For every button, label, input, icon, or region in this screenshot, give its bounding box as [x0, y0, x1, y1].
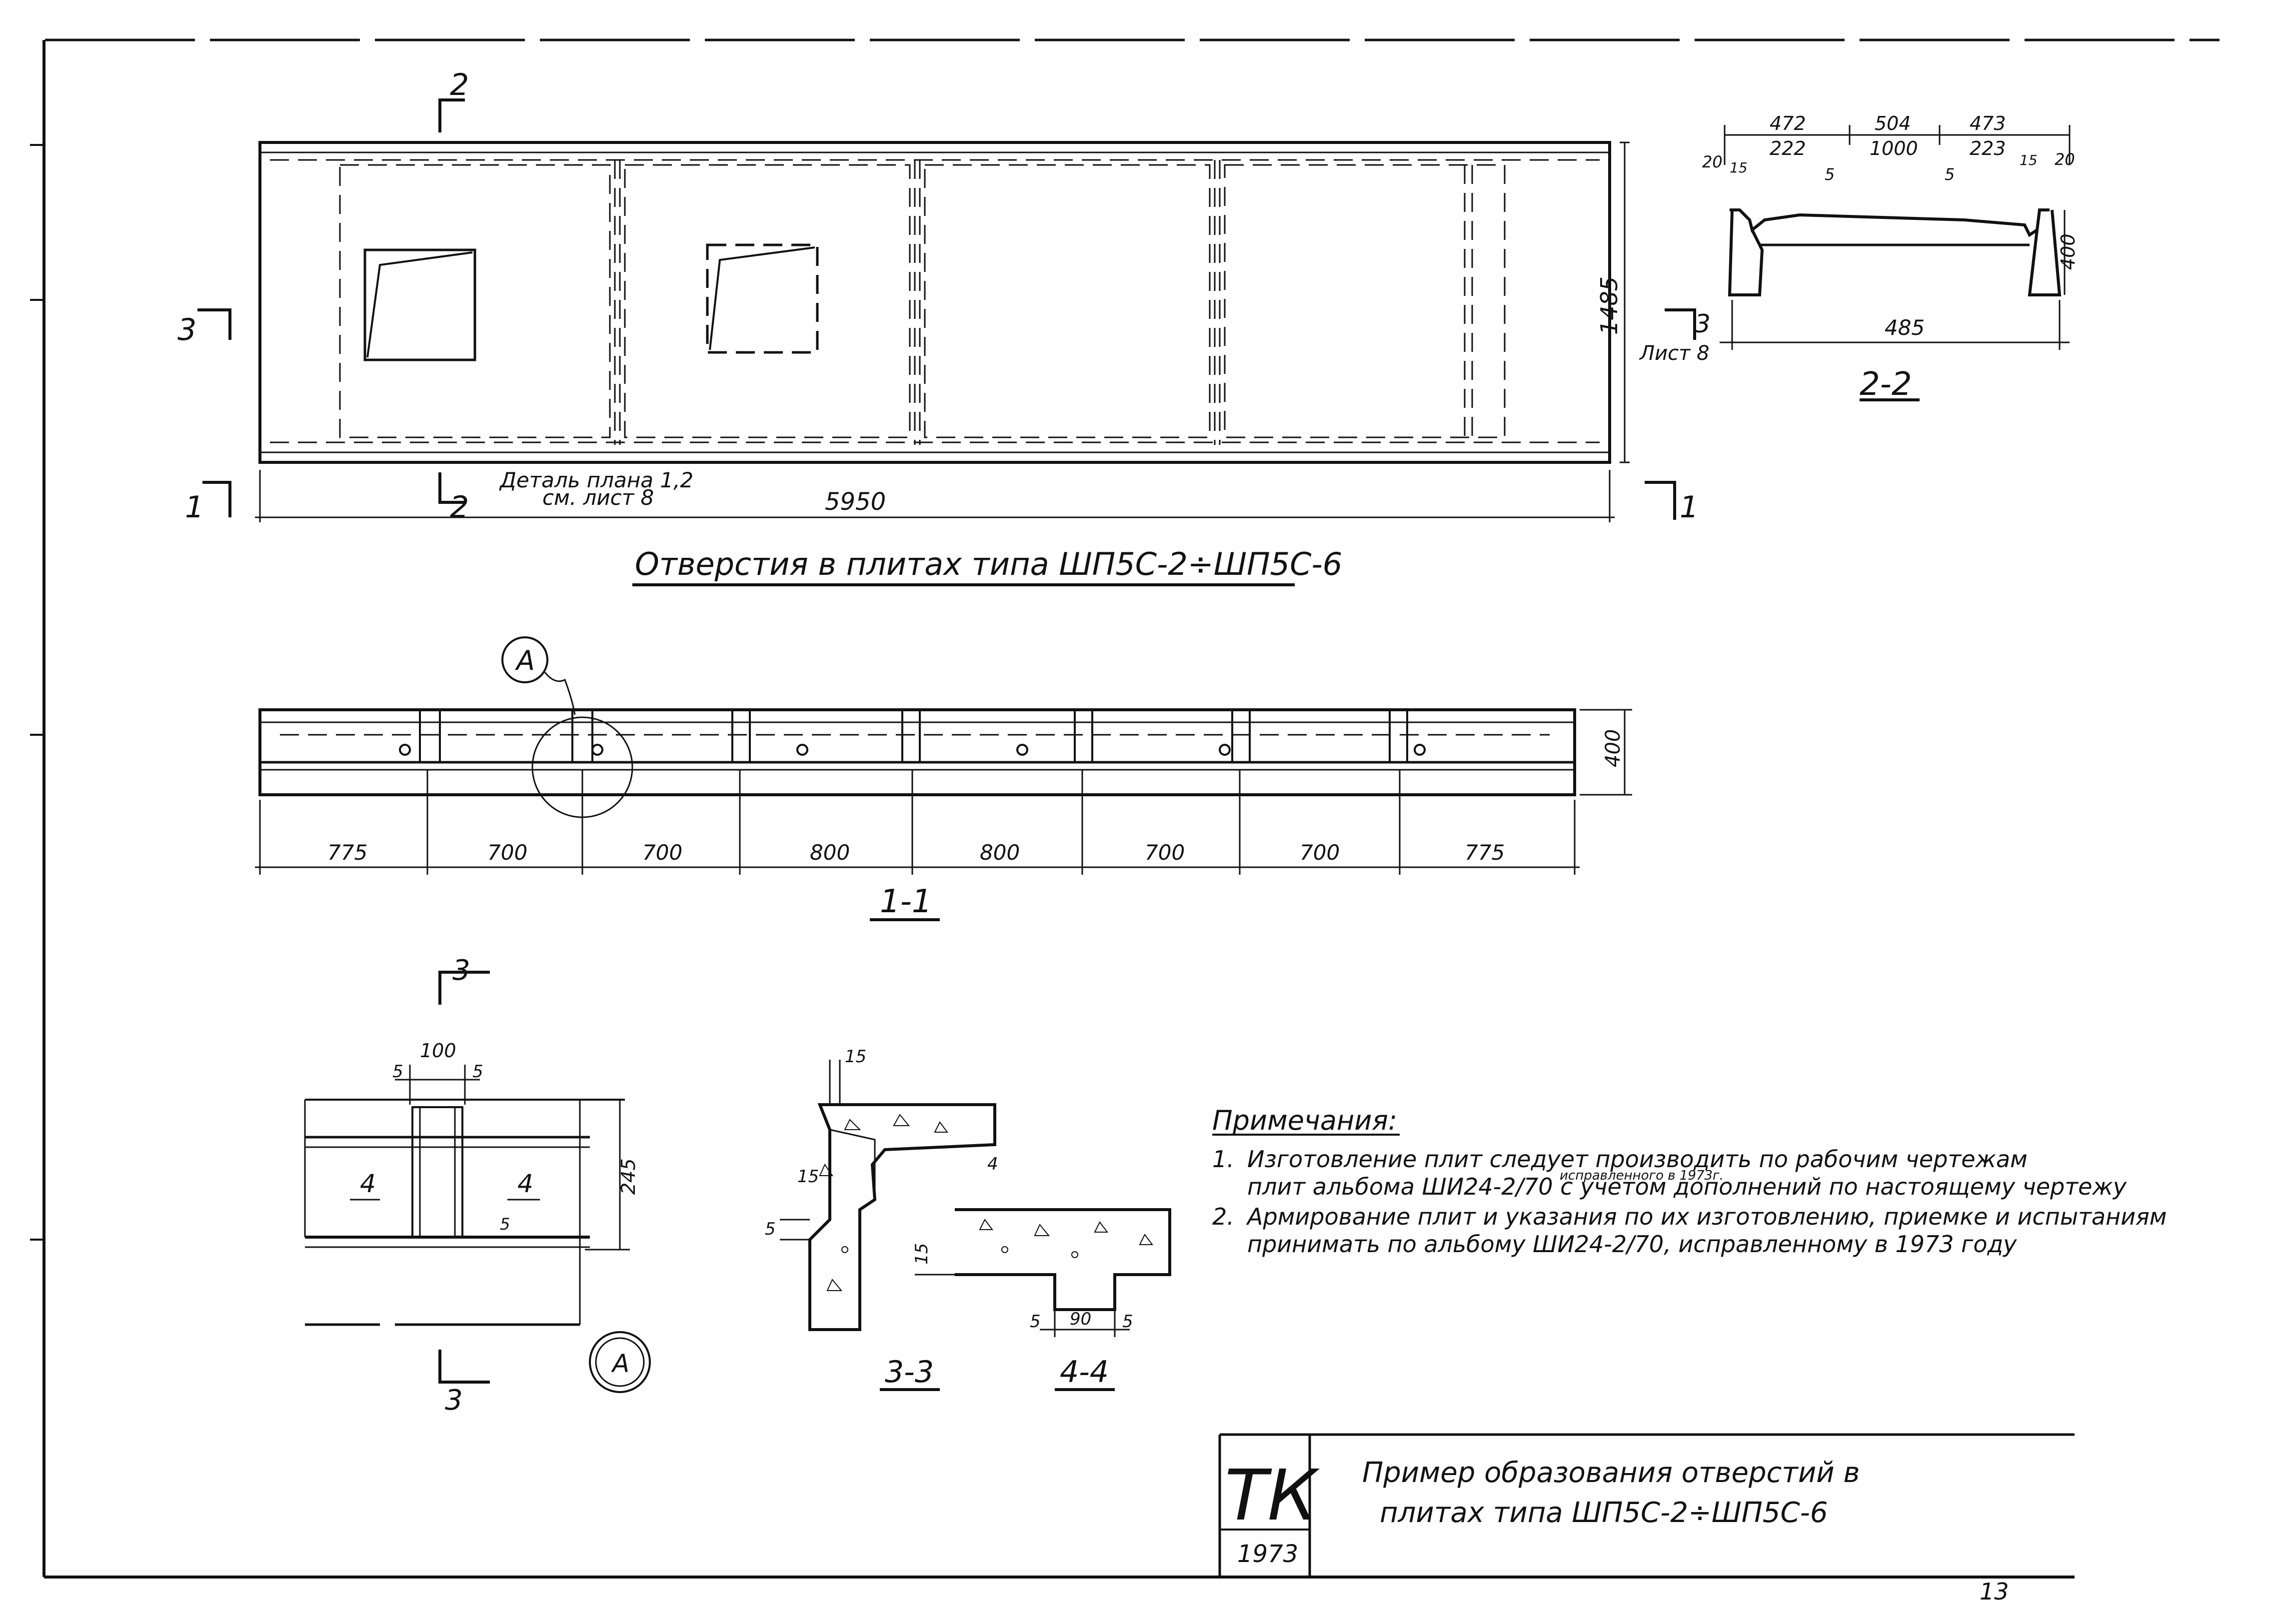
stamp-title-line-2: плитах типа ШП5С-2÷ШП5С-6	[1380, 1497, 1828, 1529]
sec33-dim-4: 4	[987, 1154, 998, 1174]
detailA-small-dim: 5	[500, 1215, 510, 1234]
stamp-org: ТК	[1225, 1455, 1320, 1537]
detailA-cut-top: 3	[452, 954, 470, 987]
sec22-width-dim: 485	[1885, 315, 1925, 340]
sec44-dim-4: 5	[1122, 1312, 1133, 1332]
detailA-label-right: 4	[517, 1169, 533, 1198]
sec22-small-dim-4: 5	[1945, 165, 1955, 184]
plan-length-dim: 5950	[825, 488, 886, 516]
page-number: 13	[1980, 1578, 2009, 1605]
cut-2-bottom-label: 2	[450, 490, 469, 525]
sec22-height-dim: 400	[2057, 233, 2079, 270]
sec33-dim-3: 5	[765, 1219, 776, 1239]
note-1-line-2: плит альбома ШИ24-2/70 с учетом дополнен…	[1247, 1173, 2127, 1200]
sec44-dim-1: 15	[912, 1243, 932, 1265]
note-1-number: 1.	[1212, 1146, 1234, 1173]
sec44-dim-2: 5	[1030, 1312, 1041, 1332]
section-2-2-view	[1720, 125, 2071, 401]
plan-title: Отверстия в плитах типа ШП5С-2÷ШП5С-6	[635, 546, 1342, 582]
cut-2-top-label: 2	[450, 67, 469, 102]
detail-A-view	[304, 971, 651, 1393]
sec11-span-6: 700	[1145, 840, 1185, 865]
stamp-title-line-1: Пример образования отверстий в	[1362, 1457, 1860, 1489]
sec22-sub-dim-1: 222	[1770, 137, 1806, 159]
note-2-number: 2.	[1212, 1203, 1234, 1230]
sec22-sub-dim-2: 1000	[1870, 137, 1918, 159]
detailA-callout-label: А	[611, 1349, 629, 1378]
sec33-title: 3-3	[885, 1355, 934, 1390]
detailA-width-dim: 100	[420, 1040, 456, 1062]
note-1-insert: исправленного в 1973г.	[1560, 1168, 1724, 1183]
sec22-top-dim-3: 473	[1970, 112, 2006, 134]
sec11-span-1: 775	[327, 840, 367, 865]
sec22-sub-dim-3: 223	[1970, 137, 2006, 159]
sec11-span-3: 700	[642, 840, 682, 865]
sec22-top-dim-1: 472	[1770, 112, 1806, 134]
sec11-span-7: 700	[1300, 840, 1340, 865]
sec11-span-5: 800	[980, 840, 1020, 865]
sec22-small-dim-1: 20	[1702, 152, 1723, 171]
sec22-small-dim-3: 5	[1825, 165, 1835, 184]
sec33-dim-2: 15	[797, 1167, 819, 1187]
sec11-title: 1-1	[880, 883, 932, 920]
plan-detail-note-1: Деталь плана 1,2	[499, 468, 693, 492]
sec11-height-dim: 400	[1602, 729, 1625, 767]
detailA-height-dim: 245	[617, 1158, 639, 1195]
cut-3-left-label: 3	[177, 312, 196, 347]
sec22-small-dim-6: 20	[2055, 150, 2075, 169]
stamp-year: 1973	[1237, 1540, 1298, 1568]
sec44-dim-3: 90	[1070, 1309, 1091, 1329]
title-stamp	[1218, 1433, 2075, 1577]
note-2-line-1: Армирование плит и указания по их изгото…	[1246, 1203, 2167, 1230]
opening-2	[706, 243, 819, 354]
sec11-span-8: 775	[1465, 840, 1505, 865]
detailA-cut-bottom: 3	[445, 1384, 463, 1417]
detailA-side-dim-2: 5	[472, 1062, 483, 1082]
sec11-span-4: 800	[810, 840, 850, 865]
sec44-title: 4-4	[1060, 1355, 1109, 1390]
sec22-title: 2-2	[1860, 366, 1912, 403]
sheet-frame	[30, 38, 2220, 1579]
sec22-small-dim-5: 15	[2020, 152, 2038, 168]
sec22-small-dim-2: 15	[1730, 159, 1748, 176]
opening-1	[363, 248, 476, 361]
cut-1-left-label: 1	[185, 490, 204, 525]
sec33-dim-1: 15	[845, 1047, 866, 1067]
sec11-span-2: 700	[487, 840, 527, 865]
cut-1-right-label: 1	[1680, 490, 1699, 525]
plan-detail-note-2: см. лист 8	[542, 485, 654, 510]
detailA-label-left: 4	[360, 1169, 376, 1198]
note-2-line-2: принимать по альбому ШИ24-2/70, исправле…	[1247, 1231, 2017, 1258]
detailA-side-dim-1: 5	[392, 1062, 403, 1082]
callout-A-label: А	[515, 645, 535, 676]
notes-heading: Примечания:	[1212, 1105, 1397, 1136]
sec22-top-dim-2: 504	[1875, 112, 1911, 134]
plan-view	[197, 98, 1696, 586]
section-3-3-view	[780, 1060, 996, 1391]
sheet-reference: Лист 8	[1639, 342, 1710, 365]
section-4-4-view	[915, 1208, 1171, 1391]
section-1-1-view	[255, 636, 1632, 921]
note-1-line-1: Изготовление плит следует производить по…	[1247, 1146, 2028, 1173]
plan-width-dim: 1485	[1596, 276, 1623, 335]
cut-3-right-label: 3	[1695, 309, 1711, 338]
